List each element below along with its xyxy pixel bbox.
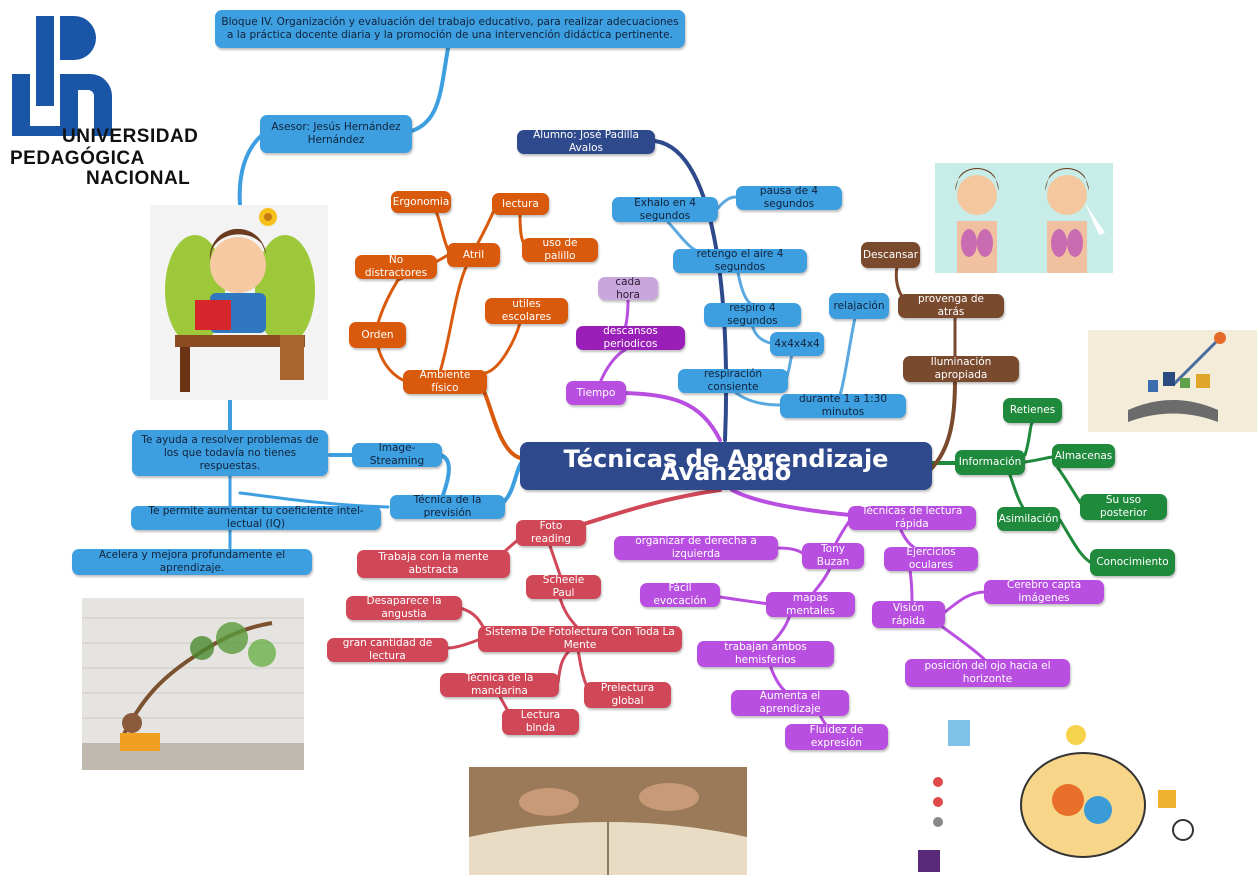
node-tony-buzan[interactable]: Tony Buzan	[802, 543, 864, 569]
logo-line-2: PEDAGÓGICA	[10, 148, 145, 169]
node-atril[interactable]: Atril	[447, 243, 500, 267]
node-exhalo[interactable]: Exhalo en 4 segundos	[612, 197, 718, 222]
node-foto-reading[interactable]: Foto reading	[516, 520, 586, 546]
node-abstracta[interactable]: Trabaja con la mente abstracta	[357, 550, 510, 578]
node-gran-cantidad[interactable]: gran cantidad de lectura	[327, 637, 448, 662]
node-ambiente[interactable]: Ambiente físico	[403, 369, 487, 394]
node-hemisferios[interactable]: trabajan ambos hemisferios	[697, 641, 834, 667]
upn-logo: UNIVERSIDAD PEDAGÓGICA NACIONAL	[10, 14, 200, 189]
node-acelera[interactable]: Acelera y mejora profundamente el aprend…	[72, 549, 312, 575]
child-reading-illustration	[150, 205, 328, 400]
node-sistema[interactable]: Sistema De Fotolectura Con Toda La Mente	[478, 626, 682, 652]
node-resolver[interactable]: Te ayuda a resolver problemas de los que…	[132, 430, 328, 476]
upn-emblem	[12, 16, 112, 136]
hands-on-book-photo	[469, 767, 747, 875]
node-4x4[interactable]: 4x4x4x4	[770, 332, 824, 356]
node-alumno[interactable]: Alumno: José Padilla Avalos	[517, 129, 655, 154]
node-no-distractores[interactable]: No distractores	[355, 254, 437, 279]
node-organizar[interactable]: organizar de derecha a izquierda	[614, 535, 778, 560]
node-prelectura[interactable]: Prelectura global	[584, 682, 671, 708]
node-cada-hora[interactable]: cada hora	[598, 276, 658, 301]
node-image-streaming[interactable]: Image-Streaming	[352, 442, 442, 467]
node-bloque[interactable]: Bloque IV. Organización y evaluación del…	[215, 10, 685, 48]
logo-line-3: NACIONAL	[86, 168, 191, 189]
node-informacion[interactable]: Información	[955, 450, 1025, 475]
node-lectura-blinda[interactable]: Lectura blnda	[502, 709, 579, 735]
node-utiles[interactable]: utiles escolares	[485, 298, 568, 324]
node-descansar[interactable]: Descansar	[861, 242, 920, 268]
node-descansos[interactable]: descansos periodicos	[576, 325, 685, 350]
node-coeficiente[interactable]: Te permite aumentar tu coeficiente intel…	[131, 505, 381, 530]
node-tiempo[interactable]: Tiempo	[566, 381, 626, 405]
node-palillo[interactable]: uso de palillo	[522, 237, 598, 262]
node-scheele[interactable]: Scheele Paul	[526, 574, 601, 599]
central-topic[interactable]: Técnicas de Aprendizaje Avanzado	[520, 442, 932, 490]
node-conocimiento[interactable]: Conocimiento	[1090, 549, 1175, 576]
node-asimilacion[interactable]: Asimilación	[997, 507, 1060, 531]
node-angustia[interactable]: Desaparece la angustia	[346, 595, 462, 620]
girls-breathing-illustration	[935, 163, 1113, 273]
girl-reading-tree-photo	[82, 598, 304, 770]
node-retienes[interactable]: Retienes	[1003, 398, 1062, 423]
node-relajacion[interactable]: relajación	[829, 293, 889, 319]
node-vision[interactable]: Visión rápida	[872, 601, 945, 628]
node-mapas[interactable]: mapas mentales	[766, 592, 855, 617]
open-book-illustration	[1088, 330, 1257, 432]
node-orden[interactable]: Orden	[349, 322, 406, 348]
node-almacenas[interactable]: Almacenas	[1052, 444, 1115, 468]
node-oculares[interactable]: Ejercicios oculares	[884, 546, 978, 571]
node-durante[interactable]: durante 1 a 1:30 minutos	[780, 393, 906, 418]
node-mandarina[interactable]: Técnica de la mandarina	[440, 672, 559, 697]
node-respiracion[interactable]: respiración consiente	[678, 368, 788, 393]
node-lectura-rapida[interactable]: Técnicas de lectura rápida	[848, 505, 976, 530]
brain-gears-illustration	[918, 710, 1220, 875]
node-ergonomia[interactable]: Ergonomia	[391, 191, 451, 213]
node-posicion[interactable]: posición del ojo hacia el horizonte	[905, 659, 1070, 687]
node-lectura[interactable]: lectura	[492, 193, 549, 215]
node-pausa[interactable]: pausa de 4 segundos	[736, 185, 842, 210]
node-iluminacion[interactable]: Iluminación apropiada	[903, 356, 1019, 382]
node-provenga[interactable]: provenga de atrás	[898, 293, 1004, 318]
node-facil[interactable]: Fácil evocación	[640, 582, 720, 607]
node-asesor[interactable]: Asesor: Jesús Hernández Hernández	[260, 115, 412, 153]
node-aumenta[interactable]: Aumenta el aprendizaje	[731, 690, 849, 716]
node-retengo[interactable]: retengo el aire 4 segundos	[673, 248, 807, 273]
node-cerebro[interactable]: Cerebro capta imágenes	[984, 579, 1104, 604]
node-prevision[interactable]: Técnica de la previsión	[390, 494, 505, 519]
node-su-uso[interactable]: Su uso posterior	[1080, 494, 1167, 520]
node-fluidez[interactable]: Fluidez de expresión	[785, 724, 888, 750]
logo-line-1: UNIVERSIDAD	[62, 126, 199, 147]
node-respiro[interactable]: respiro 4 segundos	[704, 302, 801, 327]
